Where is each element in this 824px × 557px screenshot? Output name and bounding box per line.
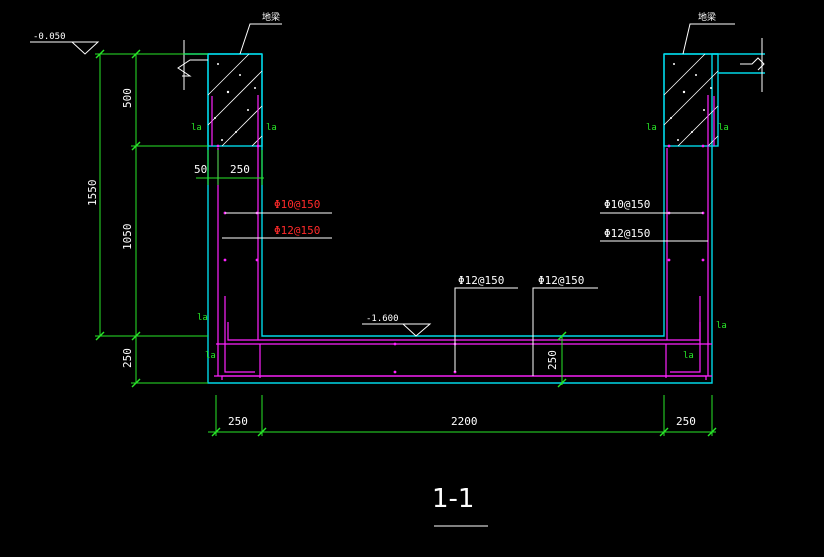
reinforcement bbox=[211, 95, 715, 380]
dimension-lines bbox=[95, 49, 717, 437]
dim-top-wall: 250 bbox=[230, 163, 250, 176]
anchorage-label: la bbox=[266, 123, 277, 133]
section-title: 1-1 bbox=[432, 484, 474, 514]
dim-left-total: 1550 bbox=[86, 180, 99, 207]
rebar-slab-top: Φ12@150 bbox=[458, 274, 504, 287]
dim-left-upper: 500 bbox=[121, 88, 134, 108]
channel-outline bbox=[207, 53, 718, 384]
anchorage-label: la bbox=[205, 351, 216, 361]
dim-bottom-left-wall: 250 bbox=[228, 415, 248, 428]
anchorage-label: la bbox=[716, 321, 727, 331]
beam-label-right: 地梁 bbox=[698, 11, 716, 23]
right-ground-beam bbox=[663, 38, 765, 147]
anchorage-label: la bbox=[197, 313, 208, 323]
anchorage-label: la bbox=[191, 123, 202, 133]
dim-left-lower: 250 bbox=[121, 348, 134, 368]
annotations: -0.050 -1.600 地梁 地梁 1550 500 1050 250 50… bbox=[33, 11, 729, 514]
dim-bottom-clear: 2200 bbox=[451, 415, 478, 428]
anchorage-label: la bbox=[718, 123, 729, 133]
anchorage-label: la bbox=[646, 123, 657, 133]
elevation-bottom: -1.600 bbox=[366, 314, 399, 324]
rebar-right-inner: Φ12@150 bbox=[604, 227, 650, 240]
leaders bbox=[30, 23, 735, 527]
beam-label-left: 地梁 bbox=[262, 11, 280, 23]
elevation-top: -0.050 bbox=[33, 32, 66, 42]
anchorage-label: la bbox=[683, 351, 694, 361]
dim-top-offset: 50 bbox=[194, 163, 207, 176]
rebar-left-inner: Φ12@150 bbox=[274, 224, 320, 237]
dim-slab-thickness: 250 bbox=[546, 350, 559, 370]
dim-bottom-right-wall: 250 bbox=[676, 415, 696, 428]
rebar-slab-bottom: Φ12@150 bbox=[538, 274, 584, 287]
rebar-left-outer: Φ10@150 bbox=[274, 198, 320, 211]
dim-left-middle: 1050 bbox=[121, 224, 134, 251]
rebar-right-outer: Φ10@150 bbox=[604, 198, 650, 211]
